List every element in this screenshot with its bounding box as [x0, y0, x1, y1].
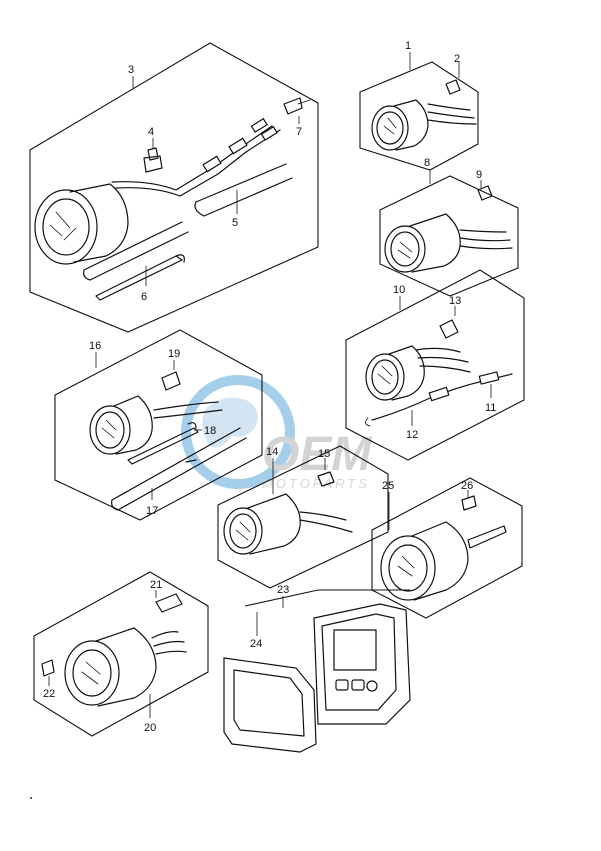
- box-kit-1: [359, 61, 479, 171]
- svg-text:23: 23: [277, 584, 289, 596]
- svg-text:4: 4: [148, 126, 154, 138]
- callout-15: 15: [318, 448, 330, 470]
- svg-text:1: 1: [405, 40, 411, 52]
- callout-23: 23: [277, 584, 289, 608]
- svg-text:20: 20: [144, 722, 156, 734]
- box-kit-14: [217, 445, 389, 589]
- box-kit-3: [29, 42, 319, 333]
- callout-17: 17: [146, 488, 158, 517]
- svg-text:9: 9: [476, 169, 482, 181]
- box-kit-16: [54, 329, 263, 521]
- callout-22: 22: [43, 676, 55, 700]
- callout-20: 20: [144, 694, 156, 734]
- svg-text:22: 22: [43, 688, 55, 700]
- callout-24: 24: [250, 612, 262, 650]
- callout-26: 26: [461, 480, 473, 498]
- callout-21: 21: [150, 579, 162, 598]
- callout-3: 3: [128, 64, 134, 88]
- callout-12: 12: [406, 410, 418, 441]
- watermark-sub-text: MOTOPARTS: [262, 476, 370, 491]
- svg-text:21: 21: [150, 579, 162, 591]
- callout-1: 1: [405, 40, 411, 70]
- callout-11: 11: [485, 384, 496, 414]
- box-kit-10: [345, 269, 525, 461]
- svg-text:16: 16: [89, 340, 101, 352]
- svg-text:6: 6: [141, 291, 147, 303]
- svg-text:24: 24: [250, 638, 262, 650]
- callout-18: 18: [194, 425, 216, 437]
- callout-8: 8: [424, 157, 431, 184]
- callout-14: 14: [266, 446, 278, 494]
- callout-4: 4: [148, 126, 154, 148]
- svg-text:25: 25: [382, 480, 394, 492]
- box-kit-20: [33, 571, 209, 737]
- svg-text:26: 26: [461, 480, 473, 492]
- svg-text:2: 2: [454, 53, 460, 65]
- svg-text:12: 12: [406, 429, 418, 441]
- stray-dot: [30, 797, 32, 799]
- svg-text:19: 19: [168, 348, 180, 360]
- svg-text:17: 17: [146, 505, 158, 517]
- svg-text:3: 3: [128, 64, 134, 76]
- svg-text:11: 11: [485, 402, 496, 414]
- callout-10: 10: [393, 284, 405, 310]
- box-kit-25: [371, 477, 523, 619]
- svg-text:7: 7: [296, 126, 302, 138]
- callout-6: 6: [141, 266, 147, 303]
- callout-9: 9: [476, 169, 482, 188]
- callout-2: 2: [454, 53, 460, 78]
- callout-5: 5: [232, 190, 238, 229]
- svg-text:10: 10: [393, 284, 405, 296]
- callout-13: 13: [449, 295, 461, 316]
- svg-text:14: 14: [266, 446, 278, 458]
- callout-16: 16: [89, 340, 101, 368]
- callout-7: 7: [296, 116, 302, 138]
- callout-25: 25: [382, 480, 394, 530]
- box-kit-8: [379, 175, 519, 297]
- svg-text:8: 8: [424, 157, 430, 169]
- svg-text:5: 5: [232, 217, 238, 229]
- box-kit-23: [223, 589, 411, 753]
- svg-text:13: 13: [449, 295, 461, 307]
- callout-19: 19: [168, 348, 180, 370]
- svg-text:15: 15: [318, 448, 330, 460]
- svg-text:18: 18: [204, 425, 216, 437]
